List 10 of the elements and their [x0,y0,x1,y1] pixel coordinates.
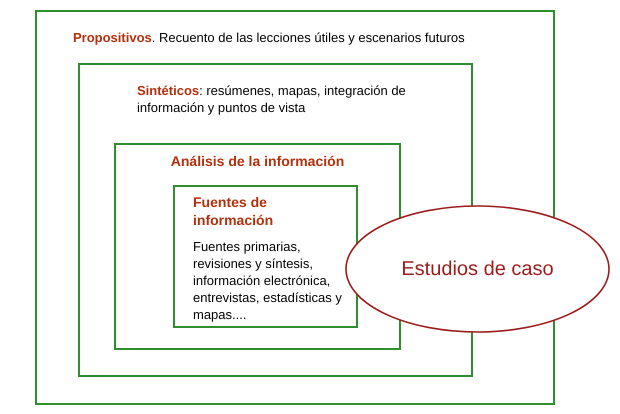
ellipse-label: Estudios de caso [401,257,554,281]
category-heading: Fuentes de información [193,193,274,229]
category-box [114,143,401,350]
category-box [35,10,555,405]
sources-list-text: Fuentes primarias, revisiones y síntesis, información electrónica, entrevistas, estadísticas y mapas.... [193,238,343,323]
category-heading: Análisis de la información [170,152,344,170]
category-description: Sintéticos: resúmenes, mapas, integración de información y puntos de vista [137,82,407,116]
category-description: Propositivos. Recuento de las lecciones útiles y escenarios futuros [73,29,465,46]
case-study-ellipse [345,205,610,333]
category-box [173,185,358,328]
